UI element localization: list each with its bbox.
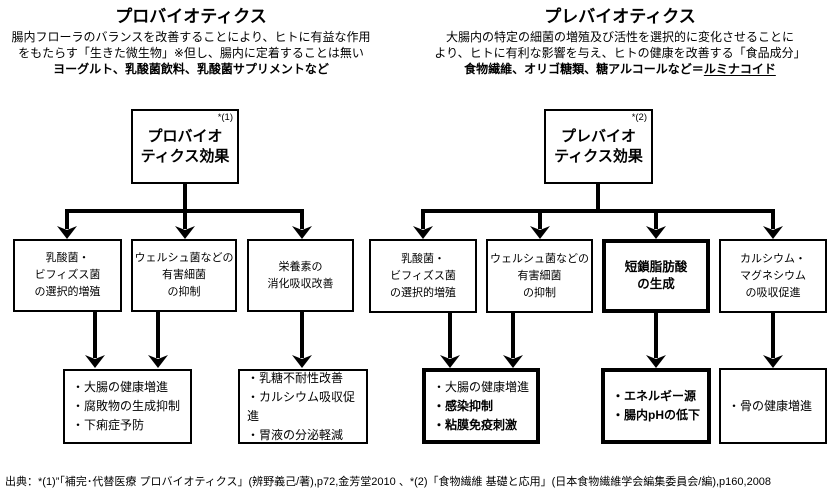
prebiotics-effect-calcium-magnesium-box: カルシウム・ マグネシウム の吸収促進 bbox=[719, 239, 827, 313]
prebiotics-root-ref: *(2) bbox=[631, 112, 647, 123]
prebiotics-effect-short-chain-fatty-acid-box: 短鎖脂肪酸 の生成 bbox=[602, 239, 710, 313]
prebiotics-outcome-bone-health-box: ・骨の健康増進 bbox=[719, 368, 827, 444]
probiotics-root-label: プロバイオ ティクス効果 bbox=[140, 127, 230, 165]
prebiotics-header: プレバイオティクス 大腸内の特定の細菌の増殖及び活性を選択的に変化させることに … bbox=[404, 6, 836, 77]
probiotics-examples: ヨーグルト、乳酸菌飲料、乳酸菌サプリメントなど bbox=[53, 62, 329, 76]
probiotics-effect-harmful-bacteria-box: ウェルシュ菌などの 有害細菌 の抑制 bbox=[131, 239, 237, 312]
probiotics-title: プロバイオティクス bbox=[115, 7, 267, 26]
prebiotics-outcome-colon-health-bold: ・感染抑制 ・粘膜免疫刺激 bbox=[433, 398, 518, 432]
probiotics-outcome-lactose-box: ・乳糖不耐性改善 ・カルシウム吸収促進 ・胃液の分泌軽減 bbox=[238, 369, 368, 444]
probiotics-header: プロバイオティクス 腸内フローラのバランスを改善することにより、ヒトに有益な作用… bbox=[2, 6, 380, 77]
prebiotics-title: プレバイオティクス bbox=[544, 7, 696, 26]
prebiotics-examples: 食物繊維、オリゴ糖類、糖アルコールなど＝ルミナコイド bbox=[404, 61, 836, 77]
prebiotics-root-box: *(2) プレバイオ ティクス効果 bbox=[544, 109, 653, 184]
prebiotics-effect-lactic-acid-box: 乳酸菌・ ビフィズス菌 の選択的増殖 bbox=[369, 239, 477, 313]
prebiotics-examples-prefix: 食物繊維、オリゴ糖類、糖アルコールなど＝ bbox=[464, 62, 704, 76]
prebiotics-outcome-energy-box: ・エネルギー源 ・腸内pHの低下 bbox=[601, 368, 711, 444]
probiotics-effect-lactic-acid-box: 乳酸菌・ ビフィズス菌 の選択的増殖 bbox=[13, 239, 122, 312]
probiotics-root-ref: *(1) bbox=[217, 112, 233, 123]
prebiotics-effect-harmful-bacteria-box: ウェルシュ菌などの 有害細菌 の抑制 bbox=[486, 239, 593, 313]
probiotics-effect-nutrient-absorption-box: 栄養素の 消化吸収改善 bbox=[247, 239, 354, 312]
prebiotics-outcome-colon-health-box: ・大腸の健康増進 ・感染抑制 ・粘膜免疫刺激 bbox=[422, 368, 540, 444]
prebiotics-root-label: プレバイオ ティクス効果 bbox=[554, 127, 643, 165]
probiotics-description: 腸内フローラのバランスを改善することにより、ヒトに有益な作用 をもたらす「生きた… bbox=[11, 30, 371, 60]
probiotics-root-box: *(1) プロバイオ ティクス効果 bbox=[131, 109, 239, 184]
prebiotics-examples-luminacoid: ルミナコイド bbox=[703, 62, 776, 76]
probiotics-outcome-colon-health-box: ・大腸の健康増進 ・腐敗物の生成抑制 ・下痢症予防 bbox=[63, 369, 192, 444]
prebiotics-outcome-colon-health-normal: ・大腸の健康増進 bbox=[433, 379, 530, 394]
source-citation: 出典：*(1)”「補完･代替医療 プロバイオティクス」(辨野義己/著),p72,… bbox=[5, 476, 772, 488]
prebiotics-description: 大腸内の特定の細菌の増殖及び活性を選択的に変化させることに より、ヒトに有利な影… bbox=[434, 30, 806, 60]
